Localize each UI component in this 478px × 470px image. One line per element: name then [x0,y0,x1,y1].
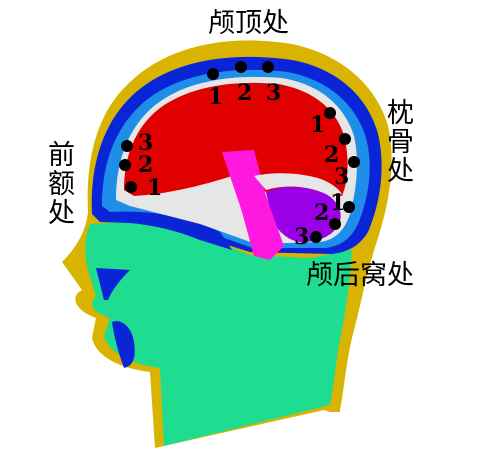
frontal-base [106,211,232,250]
marker-number: 1 [147,175,162,201]
marker-number: 3 [138,130,153,156]
marker-dot [329,218,341,230]
marker-dot [343,201,355,213]
marker-number: 1 [310,112,325,138]
face-region [85,220,352,446]
marker-number: 3 [334,164,349,190]
cerebellum [266,186,341,242]
marker-dot [121,140,133,152]
marker-dot [339,133,351,145]
marker-number: 3 [294,224,309,250]
occipital-markers: 1 2 3 1 [310,107,360,216]
posterior-fossa-markers: 2 3 [294,200,341,250]
label-vertex: 颅顶处 [208,8,289,39]
label-posterior-fossa: 颅后窝处 [306,260,414,291]
frontal-markers: 3 2 1 [119,130,162,201]
marker-number: 1 [330,190,345,216]
cerebrum [124,82,348,196]
marker-dot [207,68,219,80]
tentorium-gap [254,173,342,194]
oral-region [112,321,135,368]
marker-number: 1 [208,84,223,110]
marker-dot [235,61,247,73]
marker-number: 2 [138,152,153,178]
marker-dot [119,159,131,171]
vertex-markers: 1 2 3 [207,61,281,110]
marker-dot [262,61,274,73]
marker-number: 2 [314,200,329,226]
nasal-cavity [96,268,130,300]
marker-dot [348,156,360,168]
marker-dot [125,181,137,193]
label-frontal: 前额处 [43,140,74,227]
marker-dot [310,231,322,243]
marker-number: 2 [324,142,339,168]
brainstem [222,150,284,260]
marker-number: 2 [237,80,252,106]
marker-number: 3 [266,80,281,106]
label-occipital: 枕骨处 [382,98,413,185]
marker-dot [324,107,336,119]
